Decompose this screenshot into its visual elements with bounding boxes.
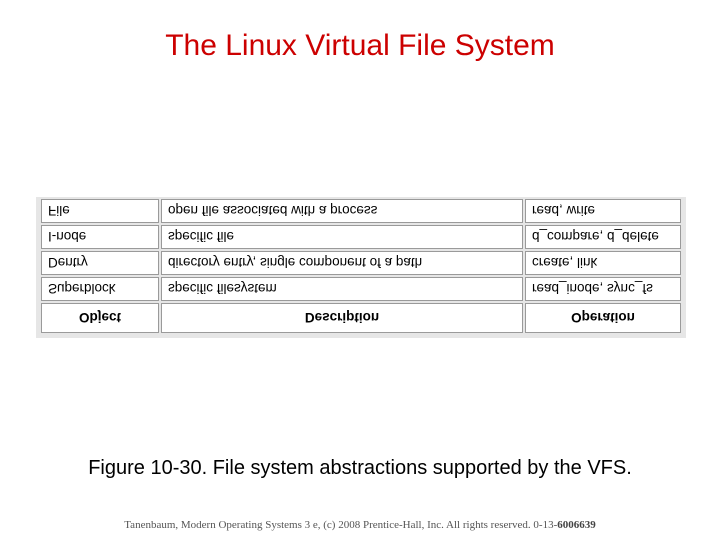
footer-isbn-suffix: 6006639 <box>557 519 596 531</box>
cell-operation: d_compare, d_delete <box>525 225 681 249</box>
vfs-abstractions-table: Object Description Operation Superblock … <box>39 197 683 335</box>
slide-title: The Linux Virtual File System <box>165 29 555 62</box>
cell-operation: create, link <box>525 251 681 275</box>
cell-object: Superblock <box>41 277 159 301</box>
cell-operation: read, write <box>525 199 681 223</box>
copyright-footer: Tanenbaum, Modern Operating Systems 3 e,… <box>0 517 720 533</box>
table-row: Dentry directory entry, single component… <box>41 251 681 275</box>
column-header-object: Object <box>41 303 159 333</box>
cell-object: I-node <box>41 225 159 249</box>
cell-description: specific filesystem <box>161 277 523 301</box>
cell-object: Dentry <box>41 251 159 275</box>
cell-operation: read_inode, sync_fs <box>525 277 681 301</box>
table-row: Superblock specific filesystem read_inod… <box>41 277 681 301</box>
table-header-row: Object Description Operation <box>41 303 681 333</box>
footer-text: Tanenbaum, Modern Operating Systems 3 e,… <box>124 519 558 531</box>
column-header-operation: Operation <box>525 303 681 333</box>
cell-description: open file associated with a process <box>161 199 523 223</box>
vfs-abstractions-table-figure: Object Description Operation Superblock … <box>36 197 686 338</box>
cell-description: directory entry, single component of a p… <box>161 251 523 275</box>
cell-object: File <box>41 199 159 223</box>
figure-caption: Figure 10-30. File system abstractions s… <box>88 457 632 479</box>
table-row: File open file associated with a process… <box>41 199 681 223</box>
column-header-description: Description <box>161 303 523 333</box>
cell-description: specific file <box>161 225 523 249</box>
table-row: I-node specific file d_compare, d_delete <box>41 225 681 249</box>
